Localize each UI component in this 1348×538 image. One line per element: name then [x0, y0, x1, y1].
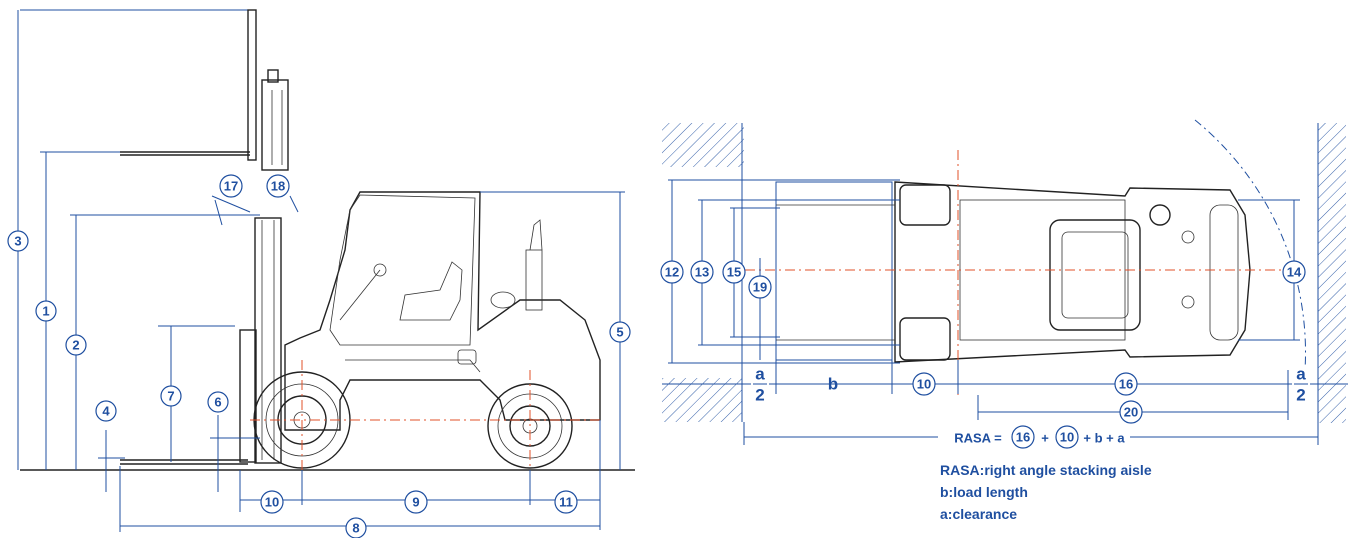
truck-top-outline	[776, 181, 1251, 363]
top-vertical-dims	[668, 179, 1300, 364]
callout-8: 8	[345, 517, 367, 538]
svg-text:6: 6	[214, 395, 221, 410]
callout-13: 13	[690, 260, 714, 284]
callout-10-top: 10	[912, 372, 936, 396]
top-view: 12 13 15 19 14 10 16 20	[660, 119, 1348, 522]
callout-11: 11	[554, 490, 578, 514]
callout-12: 12	[660, 260, 684, 284]
callout-10-side: 10	[260, 490, 284, 514]
svg-text:17: 17	[224, 179, 238, 194]
svg-text:14: 14	[1287, 265, 1302, 280]
clearance-fraction-left: a 2	[751, 365, 769, 405]
callout-15: 15	[722, 260, 746, 284]
svg-text:4: 4	[102, 404, 110, 419]
legend-rasa: RASA:right angle stacking aisle	[940, 462, 1152, 478]
svg-text:15: 15	[727, 265, 741, 280]
svg-text:+ b + a: + b + a	[1083, 431, 1125, 446]
svg-text:13: 13	[695, 265, 709, 280]
svg-text:10: 10	[917, 377, 931, 392]
svg-text:10: 10	[1060, 430, 1074, 445]
callout-1: 1	[35, 300, 57, 322]
callout-17: 17	[219, 174, 243, 198]
callout-14: 14	[1282, 260, 1306, 284]
svg-text:a: a	[755, 365, 765, 384]
svg-text:2: 2	[755, 386, 764, 405]
callout-9: 9	[404, 490, 428, 514]
wall-top-left	[662, 123, 744, 167]
raised-fork	[20, 9, 289, 171]
svg-text:7: 7	[167, 389, 174, 404]
svg-text:16: 16	[1119, 377, 1133, 392]
wall-bottom-left	[662, 378, 742, 422]
svg-text:11: 11	[559, 495, 573, 510]
load-length-symbol: b	[828, 375, 838, 394]
callout-3: 3	[7, 230, 29, 252]
svg-text:a: a	[1296, 365, 1306, 384]
clearance-fraction-right: a 2	[1292, 365, 1310, 405]
svg-text:16: 16	[1016, 430, 1030, 445]
callout-16-top: 16	[1114, 372, 1138, 396]
callout-20: 20	[1119, 400, 1143, 424]
wall-right	[1318, 123, 1346, 423]
callout-5: 5	[609, 321, 631, 343]
svg-text:10: 10	[265, 495, 279, 510]
svg-text:19: 19	[753, 280, 767, 295]
side-view: 3 1 2 4 7 6 5 17	[7, 9, 635, 538]
truck-body	[284, 191, 601, 431]
callout-18: 18	[266, 174, 290, 198]
svg-text:+: +	[1041, 431, 1049, 446]
svg-text:2: 2	[1296, 386, 1305, 405]
turning-radius-arc	[1194, 119, 1306, 371]
rasa-formula: RASA = 16 + 10 + b + a	[938, 425, 1130, 449]
svg-text:2: 2	[72, 338, 79, 353]
legend-a: a:clearance	[940, 506, 1017, 522]
svg-text:12: 12	[665, 265, 679, 280]
svg-text:RASA =: RASA =	[954, 431, 1002, 446]
svg-text:1: 1	[42, 304, 49, 319]
svg-text:8: 8	[352, 521, 359, 536]
legend: RASA:right angle stacking aisle b:load l…	[940, 462, 1152, 522]
load-block	[775, 181, 893, 361]
svg-text:18: 18	[271, 179, 285, 194]
callout-6: 6	[207, 391, 229, 413]
callout-7: 7	[160, 385, 182, 407]
svg-text:9: 9	[412, 495, 419, 510]
callout-4: 4	[95, 400, 117, 422]
callout-2: 2	[65, 334, 87, 356]
legend-b: b:load length	[940, 484, 1028, 500]
svg-text:20: 20	[1124, 405, 1138, 420]
svg-text:5: 5	[616, 325, 623, 340]
svg-text:3: 3	[14, 234, 21, 249]
side-dimension-lines	[17, 10, 625, 532]
mast	[120, 217, 282, 465]
callout-19: 19	[748, 275, 772, 299]
